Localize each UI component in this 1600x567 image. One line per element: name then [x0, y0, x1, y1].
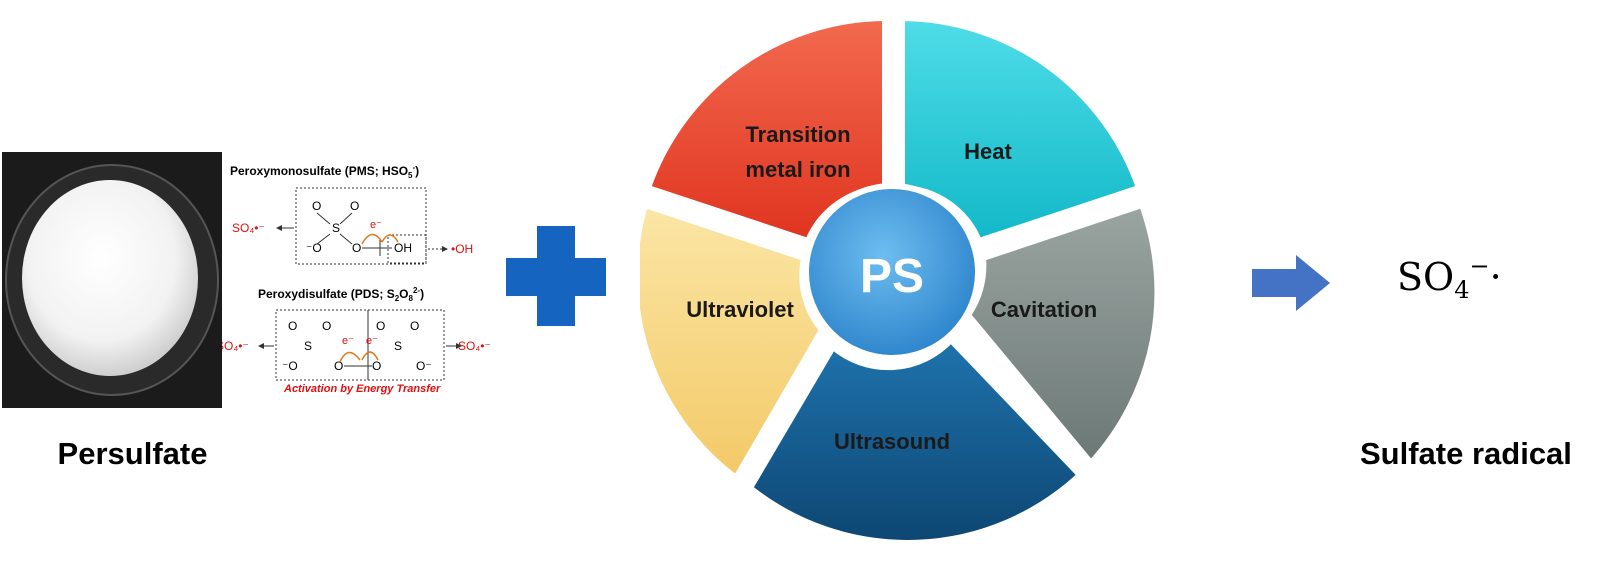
svg-text:SO₄•⁻: SO₄•⁻ — [222, 339, 249, 353]
svg-text:O: O — [350, 199, 359, 213]
svg-text:⁻O: ⁻O — [306, 241, 322, 255]
svg-text:S: S — [304, 339, 312, 353]
activation-caption: Activation by Energy Transfer — [283, 383, 441, 395]
svg-text:OH: OH — [394, 241, 412, 255]
svg-text:O⁻: O⁻ — [416, 359, 432, 373]
oh-radical-label: •OH — [451, 242, 473, 256]
svg-text:O: O — [376, 319, 385, 333]
activation-methods-wheel: PS Transition metal iron Heat Cavitation… — [631, 0, 1180, 562]
ultraviolet-label: Ultraviolet — [686, 297, 794, 322]
ultrasound-label: Ultrasound — [834, 429, 950, 454]
svg-text:⁻O: ⁻O — [282, 359, 298, 373]
svg-text:O: O — [312, 199, 321, 213]
right-arrow-icon — [1252, 255, 1332, 311]
transition-label-2: metal iron — [745, 157, 850, 182]
svg-text:SO₄•⁻: SO₄•⁻ — [458, 339, 491, 353]
persulfate-powder-photo — [2, 152, 222, 408]
sulfate-radical-formula: SO4−· — [1397, 252, 1502, 304]
svg-text:O: O — [334, 359, 343, 373]
transition-label-1: Transition — [745, 122, 850, 147]
svg-text:O: O — [410, 319, 419, 333]
svg-text:e⁻: e⁻ — [342, 335, 354, 347]
segment-cavitation — [965, 202, 1161, 466]
so4-radical-label: SO₄•⁻ — [232, 221, 265, 235]
svg-text:O: O — [352, 241, 361, 255]
pds-title: Peroxydisulfate (PDS; S2O82-) — [258, 286, 424, 303]
cavitation-label: Cavitation — [991, 297, 1097, 322]
svg-text:S: S — [394, 339, 402, 353]
sulfate-radical-label: Sulfate radical — [1360, 436, 1572, 471]
svg-text:e⁻: e⁻ — [370, 219, 382, 231]
center-ps-circle — [803, 183, 981, 361]
svg-text:O: O — [372, 359, 381, 373]
persulfate-structures: Peroxymonosulfate (PMS; HSO5-) O O S ⁻O … — [216, 160, 512, 410]
svg-text:e⁻: e⁻ — [366, 335, 378, 347]
svg-text:S: S — [332, 221, 340, 235]
heat-label: Heat — [964, 139, 1012, 164]
center-label: PS — [860, 250, 924, 303]
persulfate-label: Persulfate — [57, 436, 208, 471]
pms-title: Peroxymonosulfate (PMS; HSO5-) — [230, 163, 419, 180]
svg-text:O: O — [322, 319, 331, 333]
svg-text:O: O — [288, 319, 297, 333]
segment-ultrasound — [747, 337, 1083, 546]
plus-icon — [506, 226, 606, 326]
